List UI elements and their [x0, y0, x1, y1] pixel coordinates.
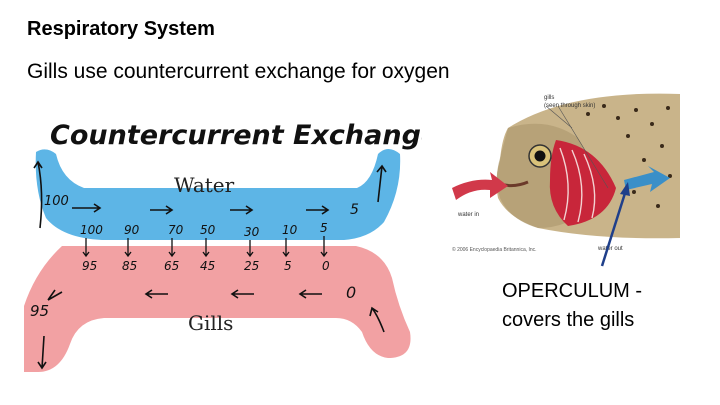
- fish-label-gills: gills: [544, 95, 554, 101]
- blood-value: 65: [164, 259, 179, 273]
- slide-subtitle: Gills use countercurrent exchange for ox…: [27, 60, 450, 84]
- blood-value: 0: [322, 259, 330, 273]
- water-value: 50: [200, 223, 216, 237]
- fish-copyright: © 2006 Encyclopaedia Britannica, Inc.: [452, 246, 537, 253]
- gills-start-value: 95: [30, 302, 49, 320]
- blood-value: 45: [200, 259, 215, 273]
- operculum-pointer-arrow: [596, 180, 636, 270]
- water-value: 10: [282, 223, 298, 237]
- water-value: 100: [80, 223, 103, 237]
- countercurrent-diagram: Countercurrent Exchange : Water Gills 10…: [22, 110, 422, 395]
- gills-label: Gills: [188, 311, 233, 335]
- gills-end-value: 0: [346, 283, 356, 302]
- blood-value: 95: [82, 259, 97, 273]
- operculum-callout-line2: covers the gills: [502, 306, 642, 335]
- water-value: 5: [320, 221, 328, 235]
- fish-pupil: [535, 151, 546, 162]
- fish-gill-illustration: gills (seen through skin) water in water…: [448, 88, 680, 258]
- water-value: 70: [168, 223, 184, 237]
- water-value: 90: [124, 223, 140, 237]
- slide-title: Respiratory System: [27, 18, 215, 41]
- blood-value: 5: [284, 259, 292, 273]
- fish-label-seen: (seen through skin): [544, 103, 595, 109]
- operculum-callout-line1: OPERCULUM -: [502, 277, 642, 306]
- water-value: 30: [244, 225, 260, 239]
- fish-label-water-in: water in: [457, 212, 479, 218]
- water-end-value: 5: [350, 202, 359, 218]
- diagram-heading: Countercurrent Exchange :: [50, 120, 422, 151]
- operculum-callout: OPERCULUM - covers the gills: [502, 277, 642, 335]
- water-start-value: 100: [44, 194, 69, 209]
- water-label: Water: [174, 173, 235, 197]
- blood-value: 25: [244, 259, 259, 273]
- blood-value: 85: [122, 259, 137, 273]
